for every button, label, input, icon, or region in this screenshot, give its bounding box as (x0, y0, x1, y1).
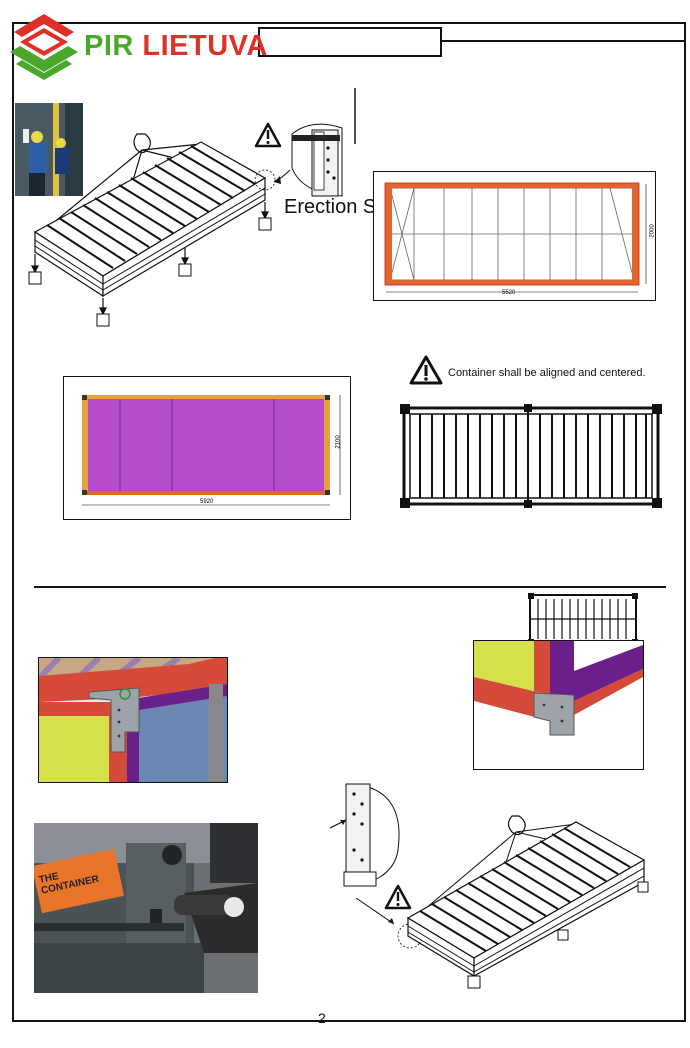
alignment-warning-text: Container shall be aligned and centered. (448, 367, 646, 379)
floor-plan-bottom: 5920 2100 (63, 376, 351, 520)
crane-hook-icon (507, 815, 526, 836)
lifting-container-drawing (28, 133, 276, 327)
workers-photo (15, 103, 83, 196)
header-rule (442, 40, 686, 42)
container-label-text: THE CONTAINER (37, 871, 100, 897)
plan-bottom-width: 5920 (200, 499, 214, 505)
container-mini-top-view (528, 593, 638, 645)
warning-triangle-icon (384, 884, 412, 910)
lifting-container-drawing-bottom (329, 783, 649, 989)
corner-bracket-render-right (473, 640, 644, 770)
plan-top-height: 2000 (649, 224, 656, 238)
corner-bracket-render-left (38, 657, 228, 783)
pir-logo-icon (10, 14, 78, 80)
brand-name-pir: PIR (84, 30, 134, 62)
section-divider (34, 586, 666, 588)
corner-detail-drawing (254, 88, 356, 197)
warning-triangle-icon (254, 122, 282, 148)
warning-triangle-icon (409, 355, 443, 385)
brand-logo (6, 10, 246, 85)
page-number: 2 (318, 1010, 326, 1026)
plan-bottom-height: 2100 (335, 435, 342, 449)
bolting-photo: THE CONTAINER (34, 823, 258, 993)
plan-top-width: 5520 (502, 290, 516, 296)
title-box (258, 27, 442, 57)
floor-plan-top: 5520 2000 (373, 171, 656, 301)
brand-name-lietuva: LIETUVA (142, 30, 268, 62)
page-frame (12, 22, 686, 1022)
brand-wordmark: PIR LIETUVA (84, 30, 268, 63)
container-top-view (400, 404, 662, 508)
crane-hook-icon (133, 133, 151, 154)
